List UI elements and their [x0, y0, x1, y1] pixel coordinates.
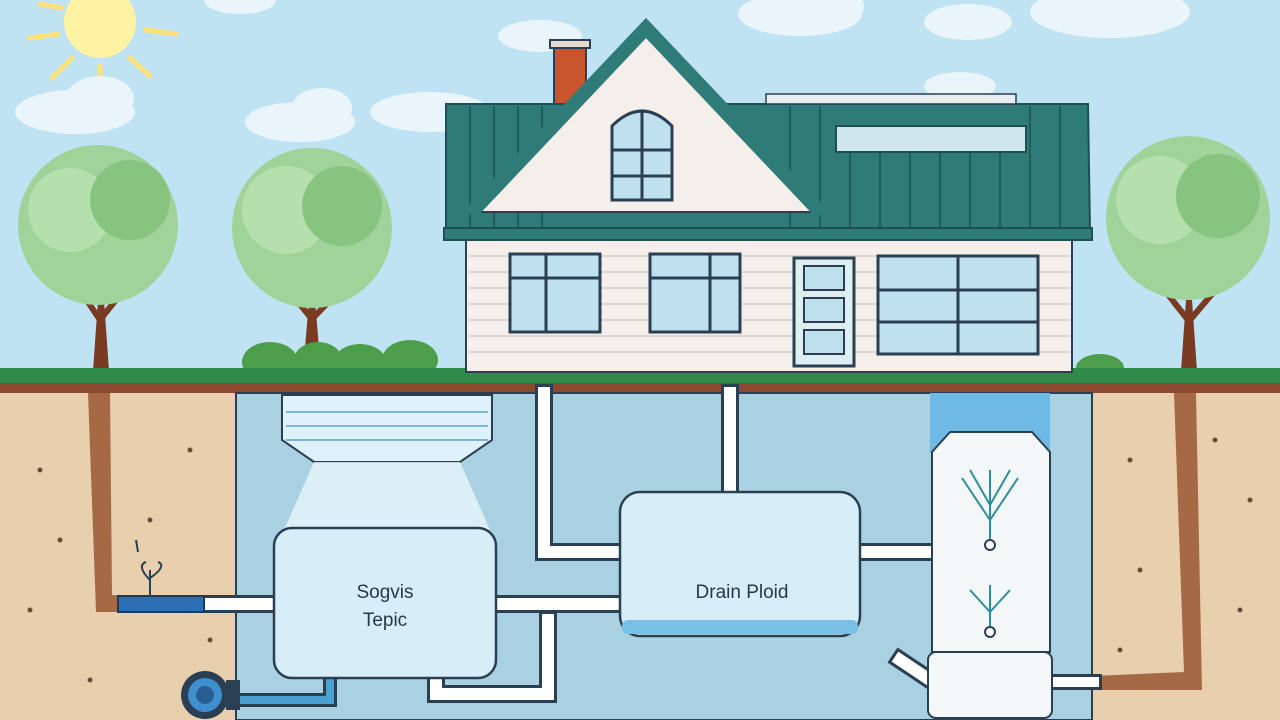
- window-icon: [508, 252, 602, 334]
- drain-tank-water: [622, 620, 858, 634]
- filter-column: [927, 431, 1053, 719]
- soil-left: [0, 393, 236, 720]
- outlet-ring: [181, 671, 240, 719]
- septic-tank: [272, 526, 498, 680]
- tree-icon: [232, 148, 392, 360]
- inlet-pipe-water: [117, 595, 205, 613]
- tree-icon: [1106, 136, 1270, 385]
- window-icon: [876, 254, 1040, 356]
- tree-icon: [18, 145, 178, 385]
- window-icon: [648, 252, 742, 334]
- window-icon: [610, 109, 674, 202]
- tree-root: [1092, 393, 1202, 690]
- sun-icon: [27, 0, 179, 97]
- drain-tank: [618, 490, 862, 638]
- door-icon: [792, 256, 856, 368]
- septic-tank-label-line1: Sogvis: [356, 582, 413, 603]
- sprout-icon: [135, 539, 163, 596]
- tree-root: [88, 393, 200, 612]
- septic-tank-label-line2: Tepic: [363, 610, 407, 631]
- cloud-icon: [15, 0, 1190, 142]
- inlet-chamber: [281, 394, 493, 530]
- drain-tank-label: Drain Ploid: [696, 582, 789, 603]
- house: [443, 17, 1093, 373]
- ground-edge: [0, 383, 1280, 393]
